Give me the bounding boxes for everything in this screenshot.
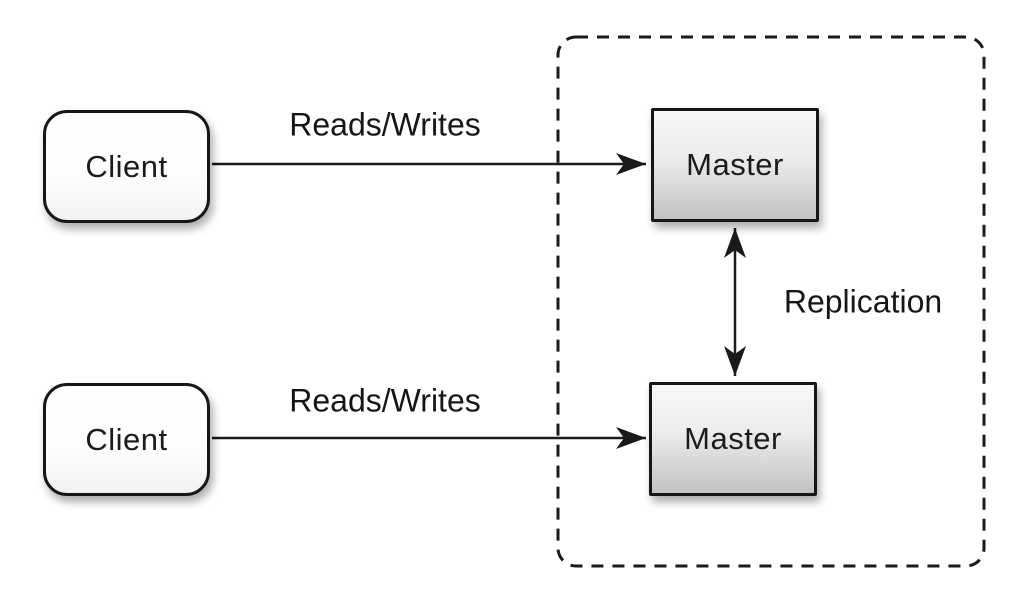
reads-writes-label-top: Reads/Writes: [289, 106, 481, 143]
master-bottom-node: Master: [649, 382, 817, 496]
client-bottom-label: Client: [85, 421, 168, 457]
master-top-label: Master: [686, 147, 784, 182]
client-top-node: Client: [43, 110, 210, 223]
client-bottom-node: Client: [43, 383, 210, 496]
replication-label: Replication: [783, 283, 943, 320]
reads-writes-label-bottom: Reads/Writes: [289, 382, 481, 419]
master-top-node: Master: [651, 108, 819, 222]
master-cluster-dashed-border: [556, 35, 986, 568]
master-bottom-label: Master: [684, 421, 782, 456]
client-top-label: Client: [85, 148, 168, 184]
